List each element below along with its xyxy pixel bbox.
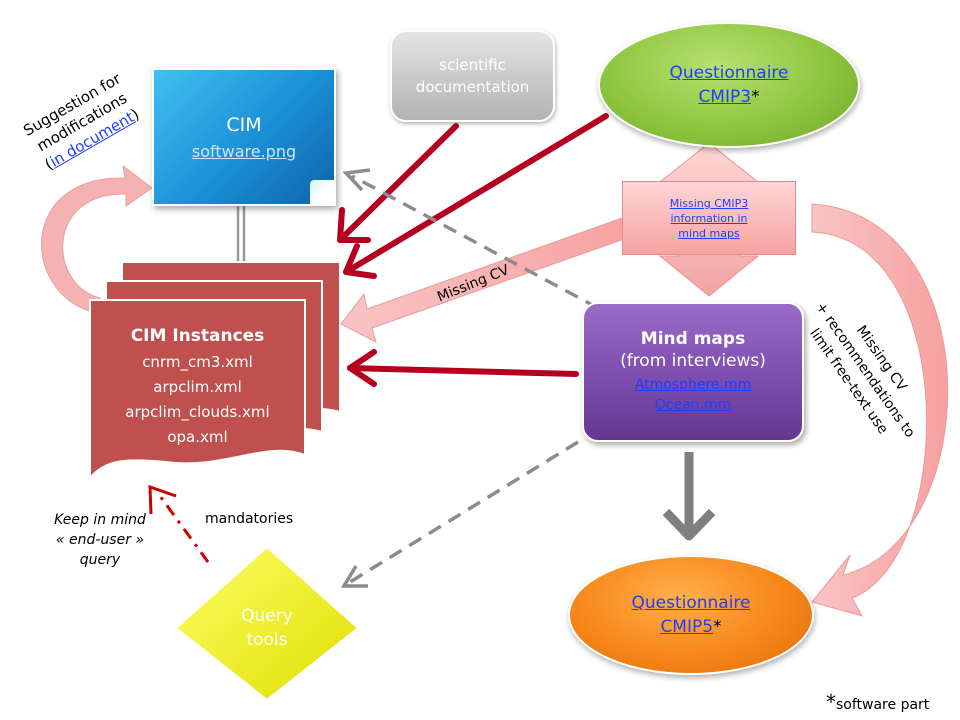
- cim-instance-file: arpclim.xml: [153, 377, 242, 396]
- questionnaire-cmip5-link[interactable]: CMIP5: [660, 617, 714, 637]
- cim-instance-file: opa.xml: [167, 427, 228, 446]
- mind-maps-arrowhead: [347, 349, 377, 387]
- questionnaire-cmip3: Questionnaire CMIP3*: [598, 22, 860, 148]
- cim-instance-file: cnrm_cm3.xml: [142, 352, 253, 371]
- questionnaire-cmip3-link-line1[interactable]: Questionnaire: [669, 63, 789, 83]
- mind-maps-subtitle: (from interviews): [620, 351, 766, 371]
- questionnaire-cmip3-link[interactable]: CMIP3: [698, 87, 752, 107]
- software-part-star: *: [826, 690, 836, 714]
- page-fold-icon: [310, 180, 336, 206]
- cim-software-sheet: CIM software.png: [152, 68, 336, 206]
- keep-in-mind-line3: query: [79, 552, 121, 568]
- query-tools-label: Query tools: [187, 560, 347, 696]
- mind-to-cmip5-arrowhead: [662, 508, 716, 541]
- cim-software-title: CIM: [226, 113, 262, 136]
- questionnaire-cmip3-star: *: [751, 87, 760, 107]
- cmip3-arrowhead: [343, 243, 377, 279]
- query-tools-line2: tools: [246, 630, 288, 650]
- mind-to-query-dashed-arrow: [349, 440, 579, 584]
- keep-in-mind-line1: Keep in mind: [54, 512, 146, 528]
- mind-to-cim-arrowhead: [342, 168, 371, 192]
- mind-maps-title: Mind maps: [640, 329, 746, 349]
- query-to-cim-arrowhead: [148, 484, 177, 515]
- scientific-documentation-box: scientific documentation: [390, 30, 555, 122]
- sci-doc-line2: documentation: [415, 78, 530, 96]
- questionnaire-cmip5-star: *: [713, 617, 722, 637]
- suggestion-curved-arrow: [41, 164, 153, 313]
- software-part-note: *software part: [826, 690, 929, 714]
- mind-maps-box: Mind maps (from interviews) Atmosphere.m…: [582, 302, 804, 442]
- software-part-text: software part: [836, 697, 930, 713]
- questionnaire-cmip5-link-line1[interactable]: Questionnaire: [631, 593, 751, 613]
- questionnaire-cmip5: Questionnaire CMIP5*: [568, 555, 814, 675]
- missing-info-link-line3[interactable]: mind maps: [678, 226, 740, 240]
- keep-in-mind-label: Keep in mind « end-user » query: [40, 510, 160, 570]
- missing-cmip3-info-box: Missing CMIP3 information in mind maps: [622, 181, 796, 255]
- sci-doc-arrow: [337, 123, 459, 243]
- cmip3-arrow: [343, 113, 609, 275]
- missing-info-link-line2[interactable]: information in: [670, 211, 748, 225]
- cim-instances-title: CIM Instances: [130, 325, 265, 346]
- query-tools-line1: Query: [241, 606, 293, 626]
- mandatories-label: mandatories: [205, 511, 294, 527]
- mind-maps-arrow: [347, 365, 579, 377]
- mind-map-file-ocean[interactable]: Ocean.mm: [654, 397, 732, 413]
- keep-in-mind-line2: « end-user »: [55, 532, 145, 548]
- cim-software-link[interactable]: software.png: [191, 141, 297, 161]
- query-tools-diamond: [174, 545, 360, 702]
- sci-doc-line1: scientific: [439, 56, 506, 74]
- missing-cv-arrow: [340, 212, 645, 343]
- cim-instance-sheet-front: [89, 299, 306, 481]
- missing-info-link-line1[interactable]: Missing CMIP3: [669, 196, 749, 210]
- missing-cv-recs-arrow: [811, 203, 949, 617]
- sci-doc-arrowhead: [337, 207, 371, 243]
- cim-instance-file: arpclim_clouds.xml: [125, 402, 270, 421]
- mind-to-query-arrowhead: [340, 565, 368, 588]
- query-to-cim-dashdot-arrow: [158, 495, 210, 563]
- mind-to-cim-dashed-arrow: [351, 174, 599, 310]
- cim-instances-box: CIM Instances cnrm_cm3.xml arpclim.xml a…: [90, 300, 305, 475]
- mind-map-file-atmosphere[interactable]: Atmosphere.mm: [634, 377, 752, 393]
